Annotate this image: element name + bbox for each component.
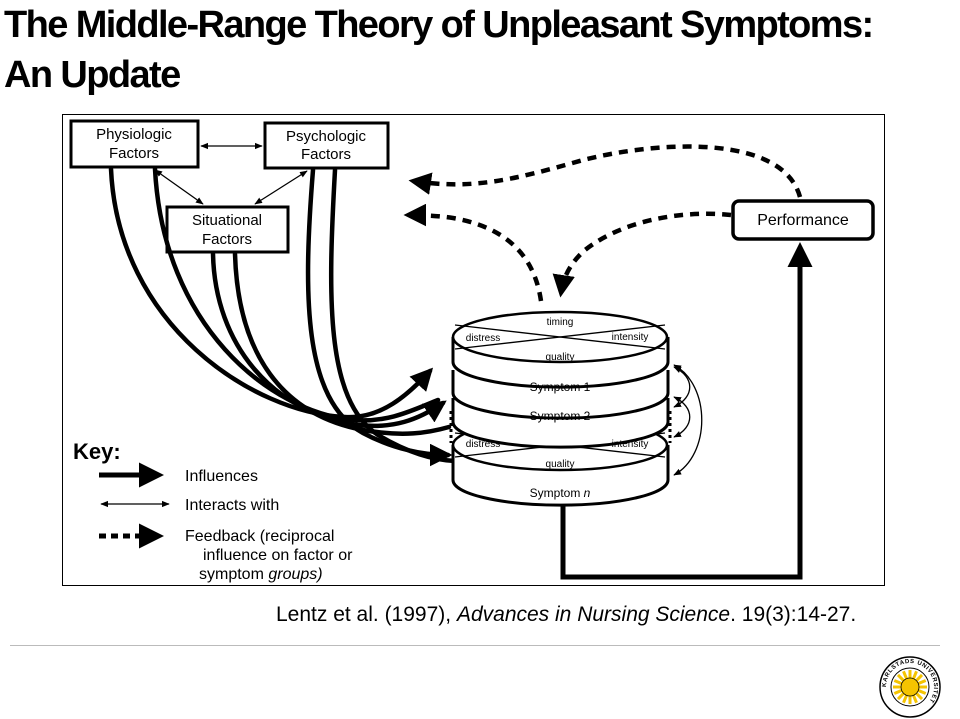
- performance-box: Performance: [731, 199, 875, 241]
- symptom-1-label: Symptom 1: [530, 380, 591, 394]
- citation-authors: Lentz et al. (1997),: [276, 603, 457, 626]
- situational-label-1: Situational: [192, 212, 262, 229]
- sun-icon: [893, 670, 927, 704]
- performance-label: Performance: [757, 212, 849, 229]
- symptom-stack: [449, 310, 672, 507]
- bottom-disc-labels: distress intensity quality: [466, 439, 649, 470]
- citation: Lentz et al. (1997), Advances in Nursing…: [276, 600, 856, 630]
- interacts-arrows: [154, 142, 308, 205]
- intensity-label-top: intensity: [612, 332, 649, 343]
- physiologic-label-1: Physiologic: [96, 126, 172, 143]
- symptom-to-performance-arrow: [560, 242, 813, 580]
- psychologic-label-1: Psychologic: [286, 128, 367, 145]
- diagram-canvas: Physiologic Factors Psychologic Factors …: [69, 119, 875, 583]
- title-line-1: The Middle-Range Theory of Unpleasant Sy…: [4, 4, 874, 46]
- timing-label: timing: [547, 317, 574, 328]
- intensity-label-bottom: intensity: [612, 439, 649, 450]
- citation-journal: Advances in Nursing Science: [456, 603, 731, 626]
- interacts-key-label: Interacts with: [185, 497, 279, 514]
- situational-label-2: Factors: [202, 231, 252, 248]
- footer-divider: [10, 645, 940, 646]
- feedback-key-label-1: Feedback (reciprocal: [185, 528, 334, 545]
- quality-label-top: quality: [546, 352, 575, 363]
- physiologic-label-2: Factors: [109, 145, 159, 162]
- distress-label-top: distress: [466, 333, 500, 344]
- influences-key-label: Influences: [185, 468, 258, 485]
- feedback-key-label-3: symptom groups): [199, 566, 323, 583]
- distress-label-bottom: distress: [466, 439, 500, 450]
- symptom-2-label: Symptom 2: [530, 409, 591, 423]
- feedback-key-label-2: influence on factor or: [203, 547, 353, 564]
- citation-issue: . 19(3):14-27.: [730, 603, 857, 626]
- psychologic-label-2: Factors: [301, 146, 351, 163]
- symptom-n-label: Symptom n: [530, 486, 591, 500]
- key-heading: Key:: [73, 439, 121, 464]
- situational-factors-box: Situational Factors: [165, 205, 290, 254]
- title-line-2: An Update: [4, 54, 181, 96]
- symptom-theory-diagram: Physiologic Factors Psychologic Factors …: [62, 114, 885, 586]
- influence-curves: [108, 166, 458, 467]
- page-title: The Middle-Range Theory of Unpleasant Sy…: [4, 0, 954, 100]
- symptom-interaction-arrows: [673, 364, 703, 476]
- physiologic-factors-box: Physiologic Factors: [69, 119, 200, 169]
- diagram-key: Key: Influences Interacts with Feedback …: [73, 439, 353, 583]
- psychologic-factors-box: Psychologic Factors: [263, 121, 390, 170]
- quality-label-bottom: quality: [546, 459, 575, 470]
- feedback-arrows: [403, 144, 803, 302]
- university-seal-logo: KARLSTADS UNIVERSITET: [879, 656, 941, 718]
- top-disc-labels: timing distress intensity quality: [466, 317, 649, 363]
